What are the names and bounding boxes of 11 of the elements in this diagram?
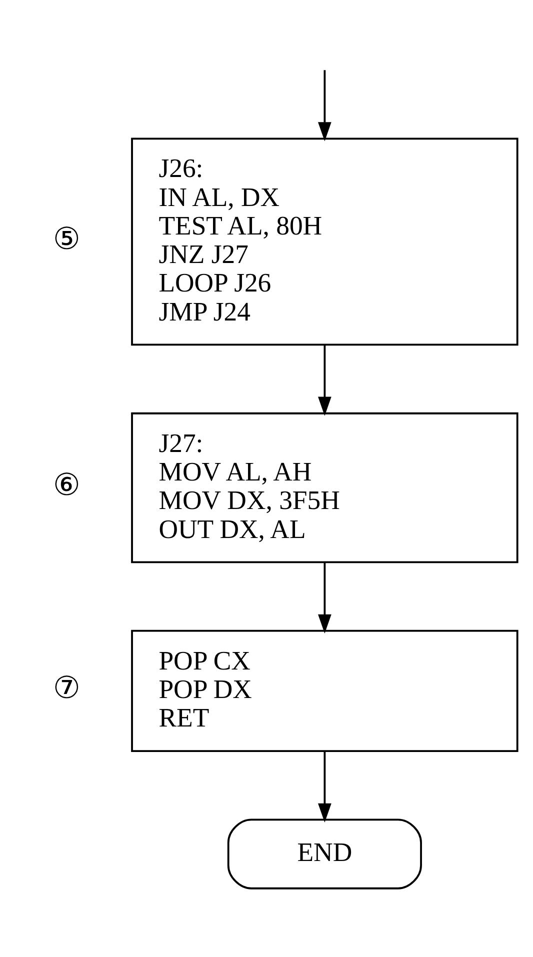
arrow: [318, 70, 332, 142]
node-box: POP CX POP DX RET: [131, 630, 518, 752]
node-label: ⑤: [53, 222, 82, 256]
node-box: J26: IN AL, DX TEST AL, 80H JNZ J27 LOOP J26 JMP J24: [131, 138, 518, 346]
node-label: ⑦: [53, 671, 82, 706]
node-box: END: [227, 818, 422, 890]
node-box: J27: MOV AL, AH MOV DX, 3F5H OUT DX, AL: [131, 412, 518, 564]
node-label: ⑥: [53, 468, 82, 502]
arrow: [318, 562, 332, 634]
arrow: [318, 344, 332, 416]
arrow: [318, 751, 332, 823]
